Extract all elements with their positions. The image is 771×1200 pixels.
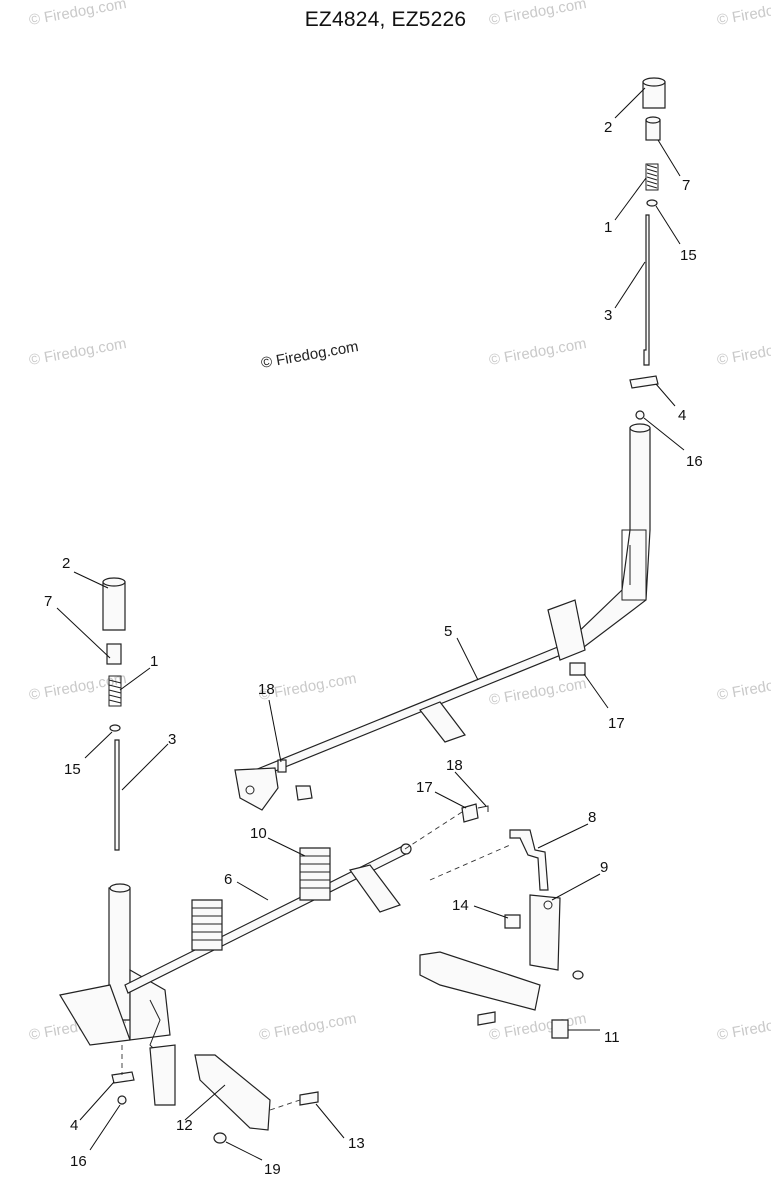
bolt [299, 1091, 319, 1106]
callout-label: 16 [686, 453, 703, 470]
arm [419, 701, 466, 743]
callout-label: 15 [64, 761, 81, 778]
watermark: © Firedog.com [488, 0, 588, 29]
callout-label: 2 [62, 555, 70, 572]
callout-label: 18 [446, 757, 463, 774]
callout-label: 4 [678, 407, 686, 424]
spring [108, 675, 122, 707]
nut [551, 1019, 569, 1039]
lower-shaft [124, 803, 489, 994]
nut [295, 785, 313, 801]
washer [646, 199, 658, 207]
callout-label: 7 [44, 593, 52, 610]
callout-label: 10 [250, 825, 267, 842]
spring [645, 163, 659, 191]
pin [629, 375, 659, 389]
bottom-linkage [111, 1044, 319, 1144]
watermark: © Firedog.com [488, 1010, 588, 1044]
bolt [477, 1011, 496, 1026]
cross-shaft-upper [234, 599, 586, 811]
watermark-layer: © Firedog.com © Firedog.com © Firedog.co… [28, 0, 771, 1044]
bushing [569, 662, 586, 676]
left-lever-assembly [59, 577, 171, 1061]
callout-label: 14 [452, 897, 469, 914]
shaft [254, 639, 579, 779]
right-lever-assembly [569, 77, 666, 651]
bracket [547, 599, 586, 661]
watermark: © Firedog.com [28, 0, 128, 29]
callout-label: 12 [176, 1117, 193, 1134]
callout-label: 13 [348, 1135, 365, 1152]
clip [277, 759, 287, 773]
watermark: © Firedog.com [488, 675, 588, 709]
diagram-title: EZ4824, EZ5226 [304, 8, 467, 31]
watermark: © Firedog.com [258, 1010, 358, 1044]
rod [643, 214, 650, 366]
pedal-arm [419, 951, 541, 1011]
callout-label: 6 [224, 871, 232, 888]
callout-label: 16 [70, 1153, 87, 1170]
leader-lines [56, 87, 685, 1161]
callout-label: 17 [416, 779, 433, 796]
right-linkage [419, 829, 584, 1039]
callout-label: 1 [604, 219, 612, 236]
callout-label: 15 [680, 247, 697, 264]
collar [106, 643, 122, 665]
nut [572, 970, 584, 980]
end-fork [234, 767, 279, 811]
watermark: © Firedog.com [716, 670, 771, 704]
watermark: © Firedog.com [716, 335, 771, 369]
watermark: © Firedog.com [488, 335, 588, 369]
watermark: © Firedog.com [716, 1010, 771, 1044]
hairpin [477, 805, 489, 812]
watermark: © Firedog.com [716, 0, 771, 29]
bolt [504, 914, 521, 929]
link-rod [509, 829, 549, 891]
callout-label: 3 [604, 307, 612, 324]
callout-label: 9 [600, 859, 608, 876]
clip [461, 803, 479, 823]
callout-label: 8 [588, 809, 596, 826]
lever-tube [569, 427, 651, 651]
nut [635, 410, 645, 420]
callout-label: 7 [682, 177, 690, 194]
callout-label: 17 [608, 715, 625, 732]
bracket [149, 1044, 176, 1106]
callout-label: 19 [264, 1161, 281, 1178]
rod [114, 739, 120, 851]
nut [213, 1132, 227, 1144]
pedal-arm [194, 1054, 271, 1131]
watermark: © Firedog.com [28, 670, 128, 704]
arm [348, 864, 401, 913]
callout-label: 1 [150, 653, 158, 670]
washer [109, 724, 121, 732]
pin [111, 1071, 135, 1084]
pivot-bracket [529, 894, 561, 971]
spring [299, 847, 331, 901]
callout-label: 18 [258, 681, 275, 698]
callout-label: 4 [70, 1117, 78, 1134]
callout-label: 5 [444, 623, 452, 640]
callout-labels: 2 7 1 15 3 4 16 5 17 18 2 7 1 15 3 18 17… [44, 119, 703, 1178]
knob [102, 581, 126, 631]
nut [117, 1095, 127, 1105]
callout-label: 3 [168, 731, 176, 748]
center-watermark: © Firedog.com [260, 338, 360, 372]
spring [191, 899, 223, 951]
callout-label: 2 [604, 119, 612, 136]
watermark: © Firedog.com [28, 335, 128, 369]
callout-label: 11 [604, 1029, 620, 1046]
